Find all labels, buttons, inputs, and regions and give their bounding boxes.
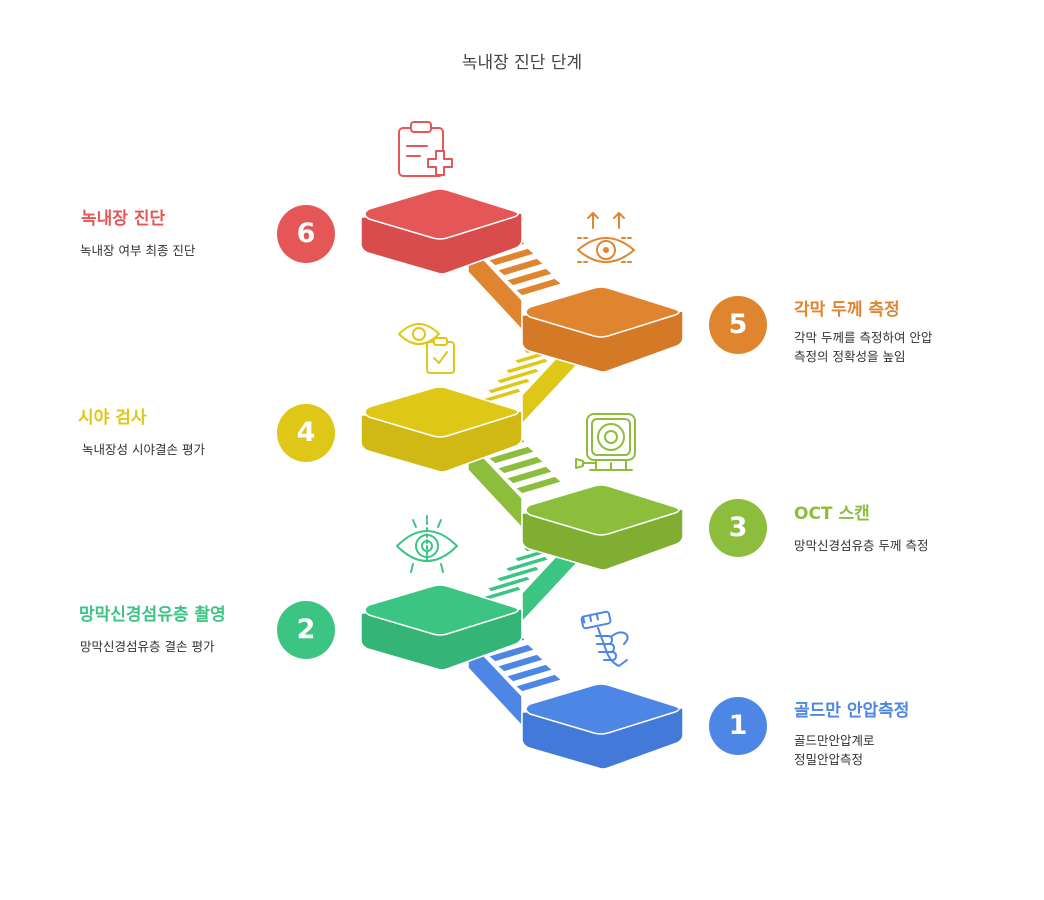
platform-2	[360, 584, 523, 671]
step-3-badge: 3	[709, 499, 767, 557]
step-4-badge: 4	[277, 404, 335, 462]
step-2-desc: 망막신경섬유층 결손 평가	[80, 639, 215, 654]
tonometer-hand-icon	[580, 610, 629, 667]
step-6-desc: 녹내장 여부 최종 진단	[80, 243, 196, 258]
step-1-badge: 1	[709, 697, 767, 755]
step-3-desc: 망막신경섬유층 두께 측정	[794, 538, 929, 553]
eye-measure-icon	[577, 212, 635, 263]
step-6-title: 녹내장 진단	[81, 209, 166, 229]
step-5-desc: 각막 두께를 측정하여 안압 측정의 정확성을 높임	[794, 330, 933, 364]
eye-clipboard-icon	[398, 323, 455, 374]
medical-clipboard-icon	[398, 121, 453, 177]
platform-4	[360, 386, 523, 473]
diagram-title: 녹내장 진단 단계	[461, 53, 583, 73]
step-5-title: 각막 두께 측정	[794, 300, 900, 320]
step-6-badge: 6	[277, 205, 335, 263]
step-1-desc: 골드만안압계로 정밀안압측정	[794, 733, 875, 767]
step-2-title: 망막신경섬유층 촬영	[79, 605, 226, 625]
platform-1	[521, 683, 684, 770]
step-4-title: 시야 검사	[78, 408, 147, 428]
step-3-title: OCT 스캔	[794, 504, 870, 524]
oct-device-icon	[575, 413, 636, 471]
platform-3	[521, 484, 684, 571]
platform-6	[360, 188, 523, 275]
eye-scan-icon	[396, 515, 458, 573]
step-5-badge: 5	[709, 296, 767, 354]
step-4-desc: 녹내장성 시야결손 평가	[82, 442, 205, 457]
step-2-badge: 2	[277, 601, 335, 659]
platform-5	[521, 286, 684, 373]
step-1-title: 골드만 안압측정	[794, 701, 910, 721]
